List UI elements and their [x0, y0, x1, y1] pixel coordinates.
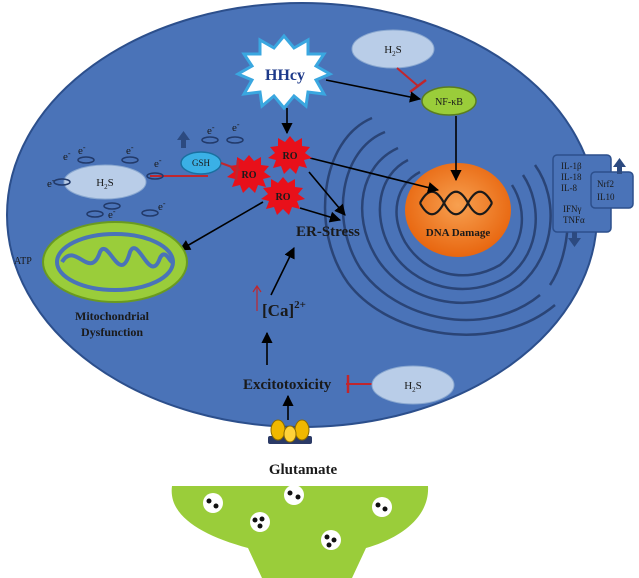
mitochondrion [42, 221, 188, 303]
presynaptic-terminal [171, 486, 429, 578]
svg-text:e-: e- [47, 176, 55, 190]
cytokine-down-1: IFNγ [563, 204, 582, 214]
cytokine-up-2: IL-18 [561, 172, 582, 182]
excitotoxicity-label: Excitotoxicity [243, 377, 332, 393]
ro-label-bottom: RO [276, 192, 291, 203]
h2s-top [351, 29, 435, 69]
cytokine-up-1: IL-1β [561, 161, 582, 171]
ro-star-top [268, 136, 312, 174]
cytokine-panel: IL-1β IL-18 IL-8 IFNγ TNFα Nrf2 IL10 [552, 154, 634, 247]
dna-damage-label: DNA Damage [426, 227, 491, 239]
ro-label-middle: RO [242, 170, 257, 181]
cytokine-down-2: TNFα [563, 215, 585, 225]
calcium-up-arrow-icon [252, 284, 262, 311]
hhcy-label: HHcy [265, 67, 305, 84]
svg-text:e-: e- [232, 120, 240, 134]
svg-text:e-: e- [78, 143, 86, 157]
svg-text:e-: e- [158, 199, 166, 213]
electron-ovals [53, 136, 244, 218]
calcium-label: [Ca]2+ [262, 299, 306, 320]
h2s-top-label: H2S [384, 44, 402, 58]
nfkb-node [421, 86, 477, 116]
cytokine-down-arrow-icon [568, 232, 581, 247]
nfkb-label: NF-κB [435, 97, 463, 108]
svg-text:e-: e- [154, 156, 162, 170]
atp-label: ATP [14, 256, 32, 267]
glutamate-label: Glutamate [269, 462, 338, 478]
svg-text:e-: e- [207, 123, 215, 137]
synaptic-vesicles [203, 485, 392, 550]
h2s-bottom [371, 365, 455, 405]
glutamate-receptor-icon [268, 419, 312, 444]
cytokine-up-arrow-icon [613, 158, 626, 174]
nucleus [405, 163, 511, 257]
mito-label-line2: Dysfunction [81, 325, 143, 339]
cytokine-right-1: Nrf2 [597, 179, 614, 189]
svg-text:e-: e- [126, 143, 134, 157]
cytokine-up-3: IL-8 [561, 183, 577, 193]
svg-text:e-: e- [63, 149, 71, 163]
h2s-left [63, 164, 147, 200]
ro-star-bottom [261, 177, 305, 215]
hhcy-starburst [234, 33, 334, 111]
mito-label-line1: Mitochondrial [75, 309, 150, 323]
gsh-up-arrow-icon [177, 131, 190, 148]
ro-label-top: RO [283, 151, 298, 162]
cytokine-right-2: IL10 [597, 192, 615, 202]
gsh-label: GSH [192, 158, 211, 168]
er-stress-label: ER-Stress [296, 224, 360, 240]
pathway-arrows [179, 79, 462, 420]
h2s-bottom-label: H2S [404, 380, 422, 394]
electron-labels: e- e- e- e- e- e- e- e- e- [47, 120, 240, 221]
svg-text:e-: e- [108, 207, 116, 221]
h2s-left-label: H2S [96, 177, 114, 191]
